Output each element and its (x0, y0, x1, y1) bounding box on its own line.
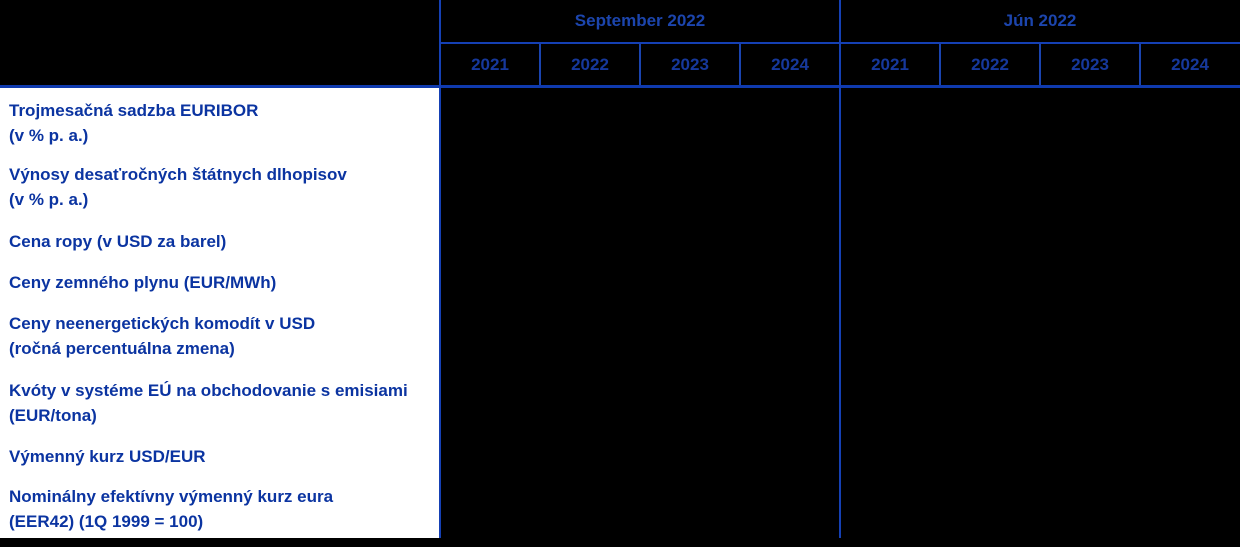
row-label-neer: Nominálny efektívny výmenný kurz eura (E… (9, 484, 439, 534)
row-label-panel (0, 88, 439, 538)
year-column-separator (1039, 44, 1041, 85)
year-column-separator (639, 44, 641, 85)
row-label-bond-yields: Výnosy desaťročných štátnych dlhopisov (… (9, 162, 439, 212)
row-label-line2: (v % p. a.) (9, 190, 89, 209)
year-header-cell: 2021 (471, 55, 509, 74)
row-label-usd-eur-rate: Výmenný kurz USD/EUR (9, 444, 439, 469)
header-bottom-line (0, 85, 1240, 88)
row-label-line1: Kvóty v systéme EÚ na obchodovanie s emi… (9, 381, 408, 400)
year-header-cell: 2024 (1171, 55, 1209, 74)
bottom-bar (0, 538, 1240, 547)
row-label-line1: Cena ropy (v USD za barel) (9, 232, 227, 251)
row-label-emission-allowances: Kvóty v systéme EÚ na obchodovanie s emi… (9, 378, 439, 428)
row-label-line1: Ceny neenergetických komodít v USD (9, 314, 316, 333)
year-header-cell: 2023 (1071, 55, 1109, 74)
row-label-gas-price: Ceny zemného plynu (EUR/MWh) (9, 270, 439, 295)
year-header-cell: 2023 (671, 55, 709, 74)
row-label-line1: Nominálny efektívny výmenný kurz eura (9, 487, 334, 506)
row-label-line2: (ročná percentuálna zmena) (9, 339, 235, 358)
row-label-euribor: Trojmesačná sadzba EURIBOR (v % p. a.) (9, 98, 439, 148)
row-label-line2: (EUR/tona) (9, 406, 97, 425)
row-label-line1: Trojmesačná sadzba EURIBOR (9, 101, 259, 120)
year-header-cell: 2021 (871, 55, 909, 74)
row-label-line1: Výmenný kurz USD/EUR (9, 447, 206, 466)
year-column-separator (939, 44, 941, 85)
year-header-cell: 2022 (571, 55, 609, 74)
row-label-line2: (v % p. a.) (9, 126, 89, 145)
row-label-oil-price: Cena ropy (v USD za barel) (9, 229, 439, 254)
row-label-line1: Výnosy desaťročných štátnych dlhopisov (9, 165, 347, 184)
row-label-nonenergy-commodities: Ceny neenergetických komodít v USD (ročn… (9, 311, 439, 361)
vertical-divider-september (439, 0, 441, 539)
year-column-separator (539, 44, 541, 85)
year-column-separator (739, 44, 741, 85)
year-header-cell: 2024 (771, 55, 809, 74)
row-label-line1: Ceny zemného plynu (EUR/MWh) (9, 273, 277, 292)
column-group-jun-2022: Jún 2022 (1003, 11, 1077, 30)
year-column-separator (1139, 44, 1141, 85)
vertical-divider-jun (839, 0, 841, 539)
year-header-cell: 2022 (971, 55, 1009, 74)
row-label-line2: (EER42) (1Q 1999 = 100) (9, 512, 204, 531)
column-group-september-2022: September 2022 (574, 11, 706, 30)
